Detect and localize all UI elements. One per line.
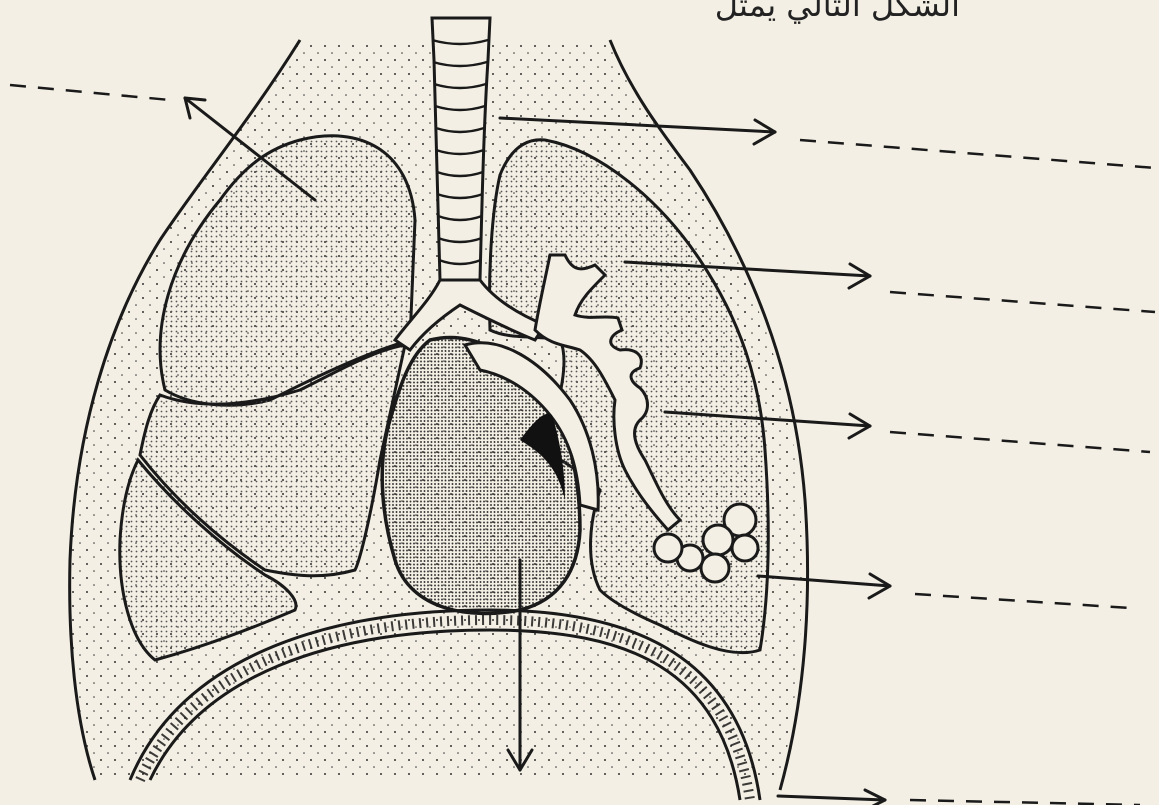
blank-line-right-4 xyxy=(915,594,1130,608)
blank-line-right-3 xyxy=(890,432,1150,452)
blank-line-top-left xyxy=(10,85,170,100)
blank-line-bottom-right xyxy=(910,800,1140,805)
blank-line-right-1 xyxy=(800,140,1155,168)
arrow-bottom-right xyxy=(778,796,885,800)
blank-line-right-2 xyxy=(890,292,1155,312)
